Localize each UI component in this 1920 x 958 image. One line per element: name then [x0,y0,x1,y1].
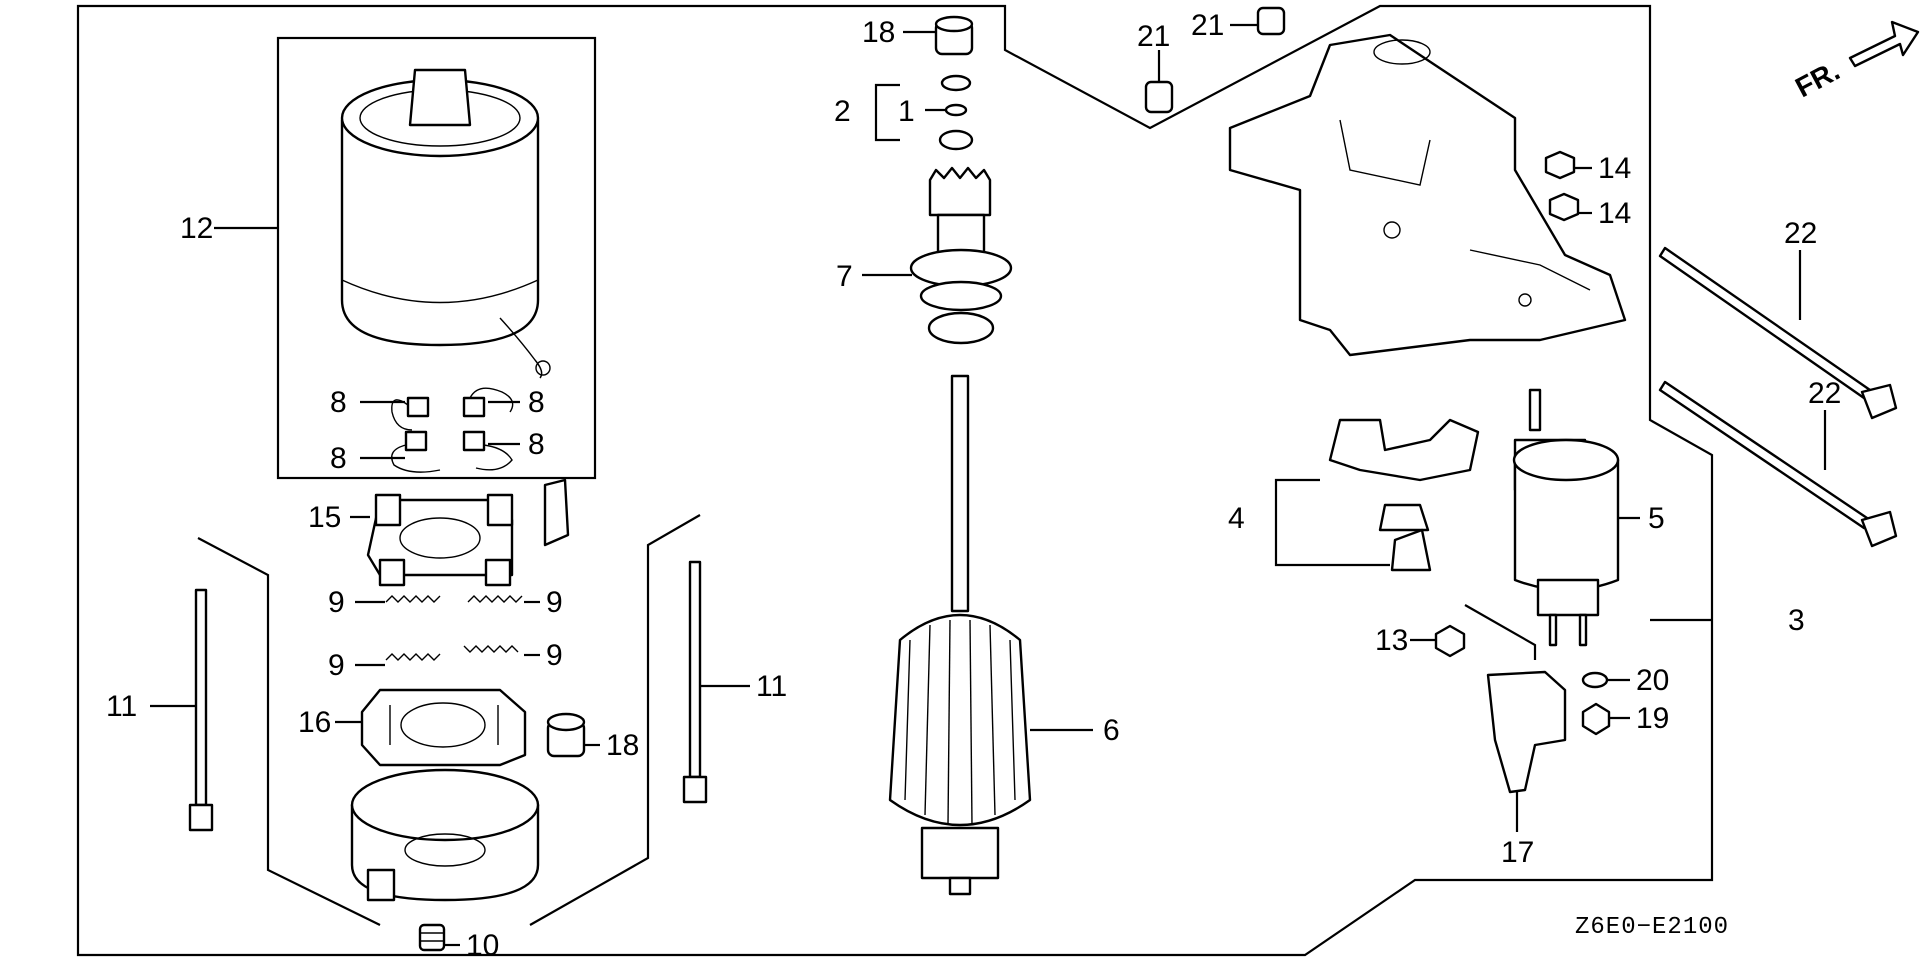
washer [940,74,972,92]
gear-housing [1228,33,1627,357]
field-coil-box [276,36,597,480]
callout-14a: 14 [1598,152,1631,185]
callout-6: 6 [1103,714,1120,747]
end-cover [350,768,540,902]
callout-4: 4 [1228,502,1245,535]
field-coil-housing [340,68,551,379]
callout-5: 5 [1648,502,1665,535]
bracket-4 [1274,478,1390,567]
callout-3: 3 [1788,604,1805,637]
callout-20: 20 [1636,664,1669,697]
brush-plate [360,688,527,767]
nut-19 [1581,702,1611,736]
callout-2: 2 [834,95,851,128]
front-direction-label: FR. [1790,55,1844,104]
callout-13: 13 [1375,624,1408,657]
springs [385,595,523,661]
callout-9c: 9 [328,649,345,682]
terminal-cover [1486,670,1567,794]
flange-nuts [1544,150,1580,222]
callout-17: 17 [1501,836,1534,869]
callout-11b: 11 [756,670,787,703]
callout-21a: 21 [1137,20,1170,53]
long-bolts [1658,246,1898,548]
callout-16: 16 [298,706,331,739]
callout-9d: 9 [546,639,563,672]
bearing-lower [546,712,586,758]
through-bolts [188,560,708,832]
callout-18a: 18 [862,16,895,49]
assembly-boundary [76,4,1714,957]
callout-8d: 8 [528,428,545,461]
washer-20 [1581,671,1609,689]
callout-18b: 18 [606,729,639,762]
nut-13 [1434,624,1466,658]
callout-7: 7 [836,260,853,293]
pinion-gear [909,166,1013,345]
bracket-13 [1464,604,1537,660]
brushes [391,387,514,473]
callout-8c: 8 [330,442,347,475]
bearing-upper [934,15,974,56]
callout-10: 10 [466,929,499,958]
bolt-group-bracket-right [529,514,701,926]
callout-22b: 22 [1808,377,1841,410]
bolt-group-bracket-left [197,537,381,926]
callout-1: 1 [898,95,915,128]
callout-9b: 9 [546,586,563,619]
callout-22a: 22 [1784,217,1817,250]
shift-lever [1328,418,1480,572]
callout-8a: 8 [330,386,347,419]
thrust-washer [938,129,974,151]
front-direction-arrow-icon [1848,20,1920,68]
callout-15: 15 [308,501,341,534]
brush-holder [366,478,570,587]
solenoid [1512,388,1620,647]
armature [888,374,1032,896]
callout-9a: 9 [328,586,345,619]
callout-8b: 8 [528,386,545,419]
bracket-2 [874,83,900,142]
grommet [418,923,446,952]
callout-11a: 11 [106,690,137,723]
callout-14b: 14 [1598,197,1631,230]
callout-12: 12 [180,212,213,245]
callout-19: 19 [1636,702,1669,735]
diagram-code: Z6E0−E2100 [1575,914,1729,941]
snap-ring [944,103,968,117]
callout-21b: 21 [1191,9,1224,42]
spacers [1144,6,1286,114]
